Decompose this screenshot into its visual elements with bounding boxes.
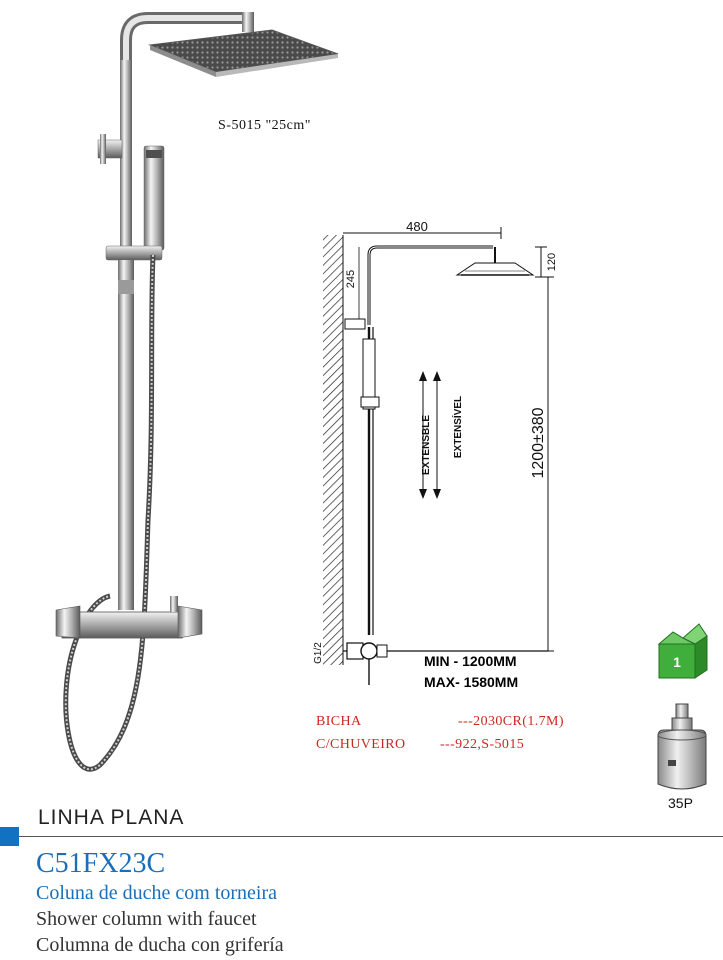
drop-dimension: 245: [345, 270, 357, 288]
cartridge-label: 35P: [668, 795, 693, 811]
package-quantity-icon: 1: [657, 623, 708, 679]
inlet-label: G1/2: [313, 642, 324, 664]
spec-value: ---2030CR(1.7M): [458, 714, 564, 729]
accent-square: [0, 827, 19, 846]
product-name-pt: Coluna de duche com torneira: [36, 882, 278, 904]
wall-hatch: [323, 235, 343, 665]
max-height-label: MAX- 1580MM: [424, 674, 519, 690]
min-height-label: MIN - 1200MM: [424, 653, 517, 669]
spec-label: C/CHUVEIRO: [316, 737, 406, 752]
cartridge-icon: [657, 703, 707, 790]
divider: [19, 836, 723, 837]
product-name-en: Shower column with faucet: [36, 908, 257, 930]
package-quantity: 1: [673, 654, 681, 670]
extensible-pt-label: EXTENSÍVEL: [451, 396, 464, 458]
product-code: C51FX23C: [36, 848, 166, 879]
spec-value: ---922,S-5015: [440, 737, 525, 752]
spec-label: BICHA: [316, 714, 362, 729]
product-line-name: LINHA PLANA: [38, 806, 185, 829]
dimension-diagram: 480 120 245 EXTENSBLE EXTENSÍVEL 1200±38…: [313, 219, 558, 685]
showerhead-model-note: S-5015 "25cm": [218, 118, 311, 133]
extensible-en-label: EXTENSBLE: [421, 415, 432, 475]
height-dimension: 1200±380: [530, 407, 547, 478]
shower-column-photo: [55, 12, 339, 772]
product-name-es: Columna de ducha con grifería: [36, 934, 284, 956]
width-dimension: 480: [406, 219, 428, 234]
head-dimension: 120: [546, 253, 558, 271]
